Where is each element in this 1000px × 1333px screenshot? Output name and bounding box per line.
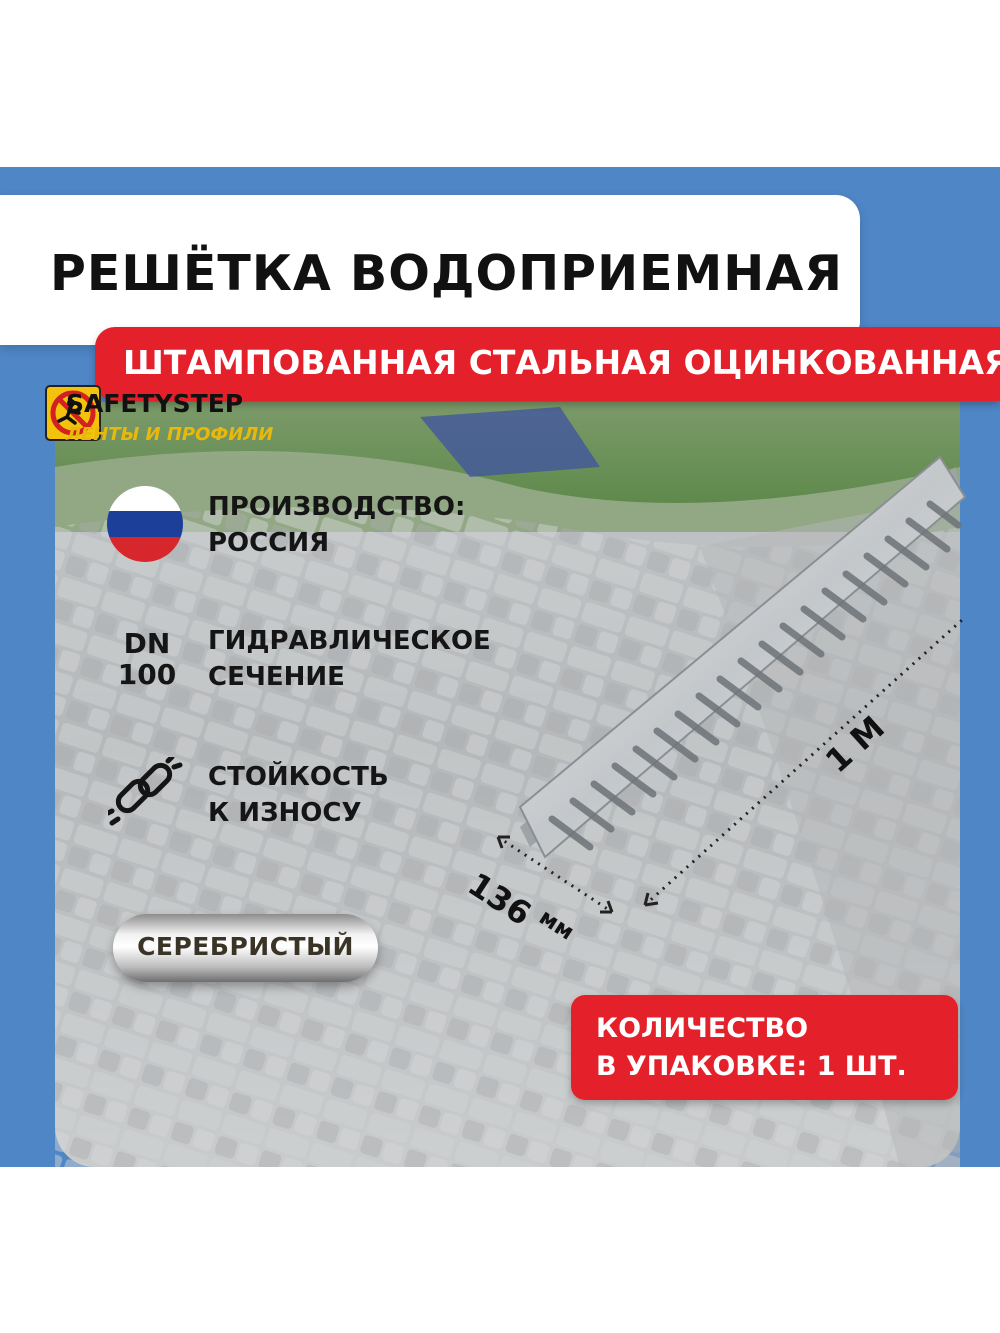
dn-100-icon: DN 100 xyxy=(112,628,182,690)
feature-durability-line2: К ИЗНОСУ xyxy=(208,798,362,828)
brand-name: SAFETYSTEP xyxy=(66,389,244,418)
brand-tagline: ЛЕНТЫ И ПРОФИЛИ xyxy=(66,424,274,445)
product-subtitle: ШТАМПОВАННАЯ СТАЛЬНАЯ ОЦИНКОВАННАЯ xyxy=(123,343,1000,382)
subtitle-band: ШТАМПОВАННАЯ СТАЛЬНАЯ ОЦИНКОВАННАЯ xyxy=(95,327,1000,401)
feature-origin-line2: РОССИЯ xyxy=(208,528,330,558)
quantity-text: КОЛИЧЕСТВО В УПАКОВКЕ: 1 ШТ. xyxy=(596,1010,907,1086)
feature-durability-line1: СТОЙКОСТЬ xyxy=(208,762,389,792)
quantity-line2: В УПАКОВКЕ: 1 ШТ. xyxy=(596,1051,907,1082)
feature-origin-line1: ПРОИЗВОДСТВО: xyxy=(208,492,466,522)
feature-origin: ПРОИЗВОДСТВО: РОССИЯ xyxy=(208,489,465,561)
feature-durability: СТОЙКОСТЬ К ИЗНОСУ xyxy=(208,759,389,831)
safetystep-logo-icon xyxy=(45,385,101,445)
feature-hydraulic-line2: СЕЧЕНИЕ xyxy=(208,662,345,692)
steel-grate-image xyxy=(496,455,967,914)
title-card: РЕШЁТКА ВОДОПРИЕМНАЯ xyxy=(0,195,860,345)
feature-hydraulic: ГИДРАВЛИЧЕСКОЕ СЕЧЕНИЕ xyxy=(208,623,491,695)
dn-label: DN xyxy=(123,627,171,660)
color-badge: СЕРЕБРИСТЫЙ xyxy=(113,914,378,982)
product-title: РЕШЁТКА ВОДОПРИЕМНАЯ xyxy=(50,245,843,302)
brand-area: SAFETYSTEP ЛЕНТЫ И ПРОФИЛИ xyxy=(0,167,1000,1167)
color-label: СЕРЕБРИСТЫЙ xyxy=(137,932,354,961)
quantity-line1: КОЛИЧЕСТВО xyxy=(596,1013,809,1044)
chain-link-icon xyxy=(108,757,183,826)
dn-value: 100 xyxy=(117,658,177,691)
russia-flag-icon xyxy=(107,486,183,562)
product-card: РЕШЁТКА ВОДОПРИЕМНАЯ ШТАМПОВАННАЯ СТАЛЬН… xyxy=(0,167,1000,1167)
quantity-badge: КОЛИЧЕСТВО В УПАКОВКЕ: 1 ШТ. xyxy=(571,995,958,1100)
feature-hydraulic-line1: ГИДРАВЛИЧЕСКОЕ xyxy=(208,626,491,656)
